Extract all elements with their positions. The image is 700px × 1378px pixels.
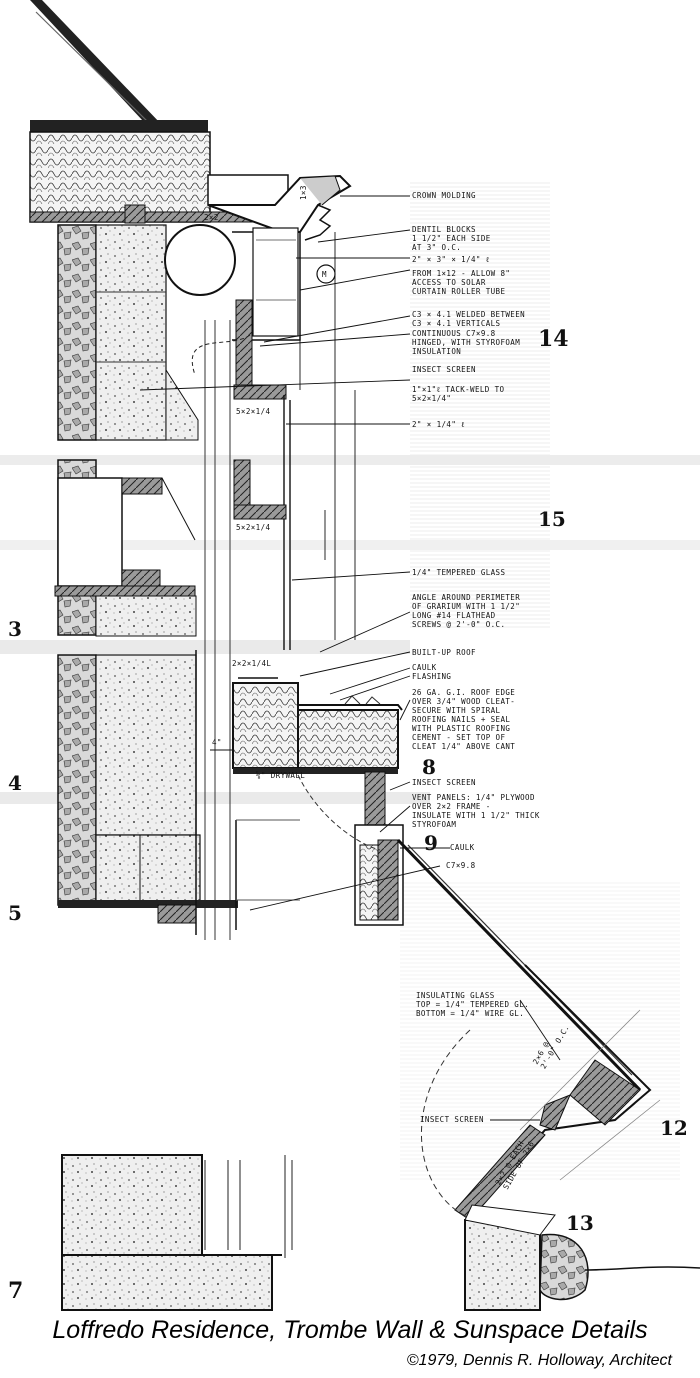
detail-number-5: 5 [8,901,22,925]
dimension-label: 4" [212,738,222,747]
note-roller-frame: FROM 1×12 - ALLOW 8" ACCESS TO SOLAR CUR… [412,269,515,296]
angle-label-middle: 5×2×1/4 [236,523,270,532]
note-continuous-channel: CONTINUOUS C7×9.8 HINGED, WITH STYROFOAM… [412,329,525,356]
detail-number-13: 13 [566,1211,594,1235]
note-built-up-roof: BUILT-UP ROOF [412,648,476,657]
motor-symbol: M [322,270,327,279]
angle-label-lower: 2×2×1/4L [232,659,271,668]
note-crown-molding: CROWN MOLDING [412,191,476,200]
note-plate: 2" × 3" × 1/4" ℓ [412,255,490,264]
note-tack-weld: 1"×1"ℓ TACK-WELD TO 5×2×1/4" [412,385,509,403]
leader-lines [139,195,561,1121]
note-plate-2: 2" × 1/4" ℓ [412,420,465,429]
masonry-wall-upper [57,204,199,441]
detail-number-4: 4 [8,771,22,795]
note-insulating-glass: INSULATING GLASS TOP = 1/4" TEMPERED GL.… [416,991,534,1018]
detail-numbers: 14 15 3 4 8 9 5 12 13 7 [8,326,688,1304]
detail-number-8: 8 [422,755,436,779]
foundation-details [61,1154,700,1311]
note-tempered-glass: 1/4" TEMPERED GLASS [412,568,505,577]
note-c7-channel: C7×9.8 [446,861,476,870]
detail-number-12: 12 [660,1116,688,1140]
plan-marks: 2×2 1×3 M 5×2×1/4 5×2×1/4 2×2×1/4L ⅝" DR… [204,185,336,780]
note-flashing: FLASHING [412,672,451,681]
copyright-credit: ©1979, Dennis R. Holloway, Architect [406,1352,672,1369]
note-caulk-1: CAULK [412,663,437,672]
detail-number-7: 7 [8,1278,23,1304]
detail-number-14: 14 [538,326,569,352]
drywall-label: ⅝" DRYWALL [256,771,305,780]
mark-1x3: 1×3 [299,185,308,200]
annotation-notes: CROWN MOLDING DENTIL BLOCKS 1 1/2" EACH … [412,191,571,1191]
note-vent-panels: VENT PANELS: 1/4" PLYWOOD OVER 2×2 FRAME… [412,793,545,829]
note-insect-screen-1: INSECT SCREEN [412,365,476,374]
detail-number-15: 15 [538,507,566,531]
drawing-title: Loffredo Residence, Trombe Wall & Sunspa… [52,1316,648,1344]
note-dentil-blocks: DENTIL BLOCKS 1 1/2" EACH SIDE AT 3" O.C… [412,225,496,252]
lower-wall-section [57,650,300,935]
note-perimeter-angle: ANGLE AROUND PERIMETER OF GRARIUM WITH 1… [412,593,525,629]
note-insect-screen-3: INSECT SCREEN [420,1115,484,1124]
angle-label-upper: 5×2×1/4 [236,407,270,416]
curtain-roller-tube [164,224,301,940]
note-roof-edge: 26 GA. G.I. ROOF EDGE OVER 3/4" WOOD CLE… [412,688,520,751]
middle-wall-section [54,459,287,637]
note-insect-screen-2: INSECT SCREEN [412,778,476,787]
roof-section [29,0,352,241]
mark-2x2: 2×2 [204,213,219,222]
detail-number-9: 9 [424,831,438,855]
note-caulk-2: CAULK [450,843,475,852]
note-c3-channel: C3 × 4.1 WELDED BETWEEN C3 × 4.1 VERTICA… [412,310,530,328]
detail-number-3: 3 [8,617,22,641]
